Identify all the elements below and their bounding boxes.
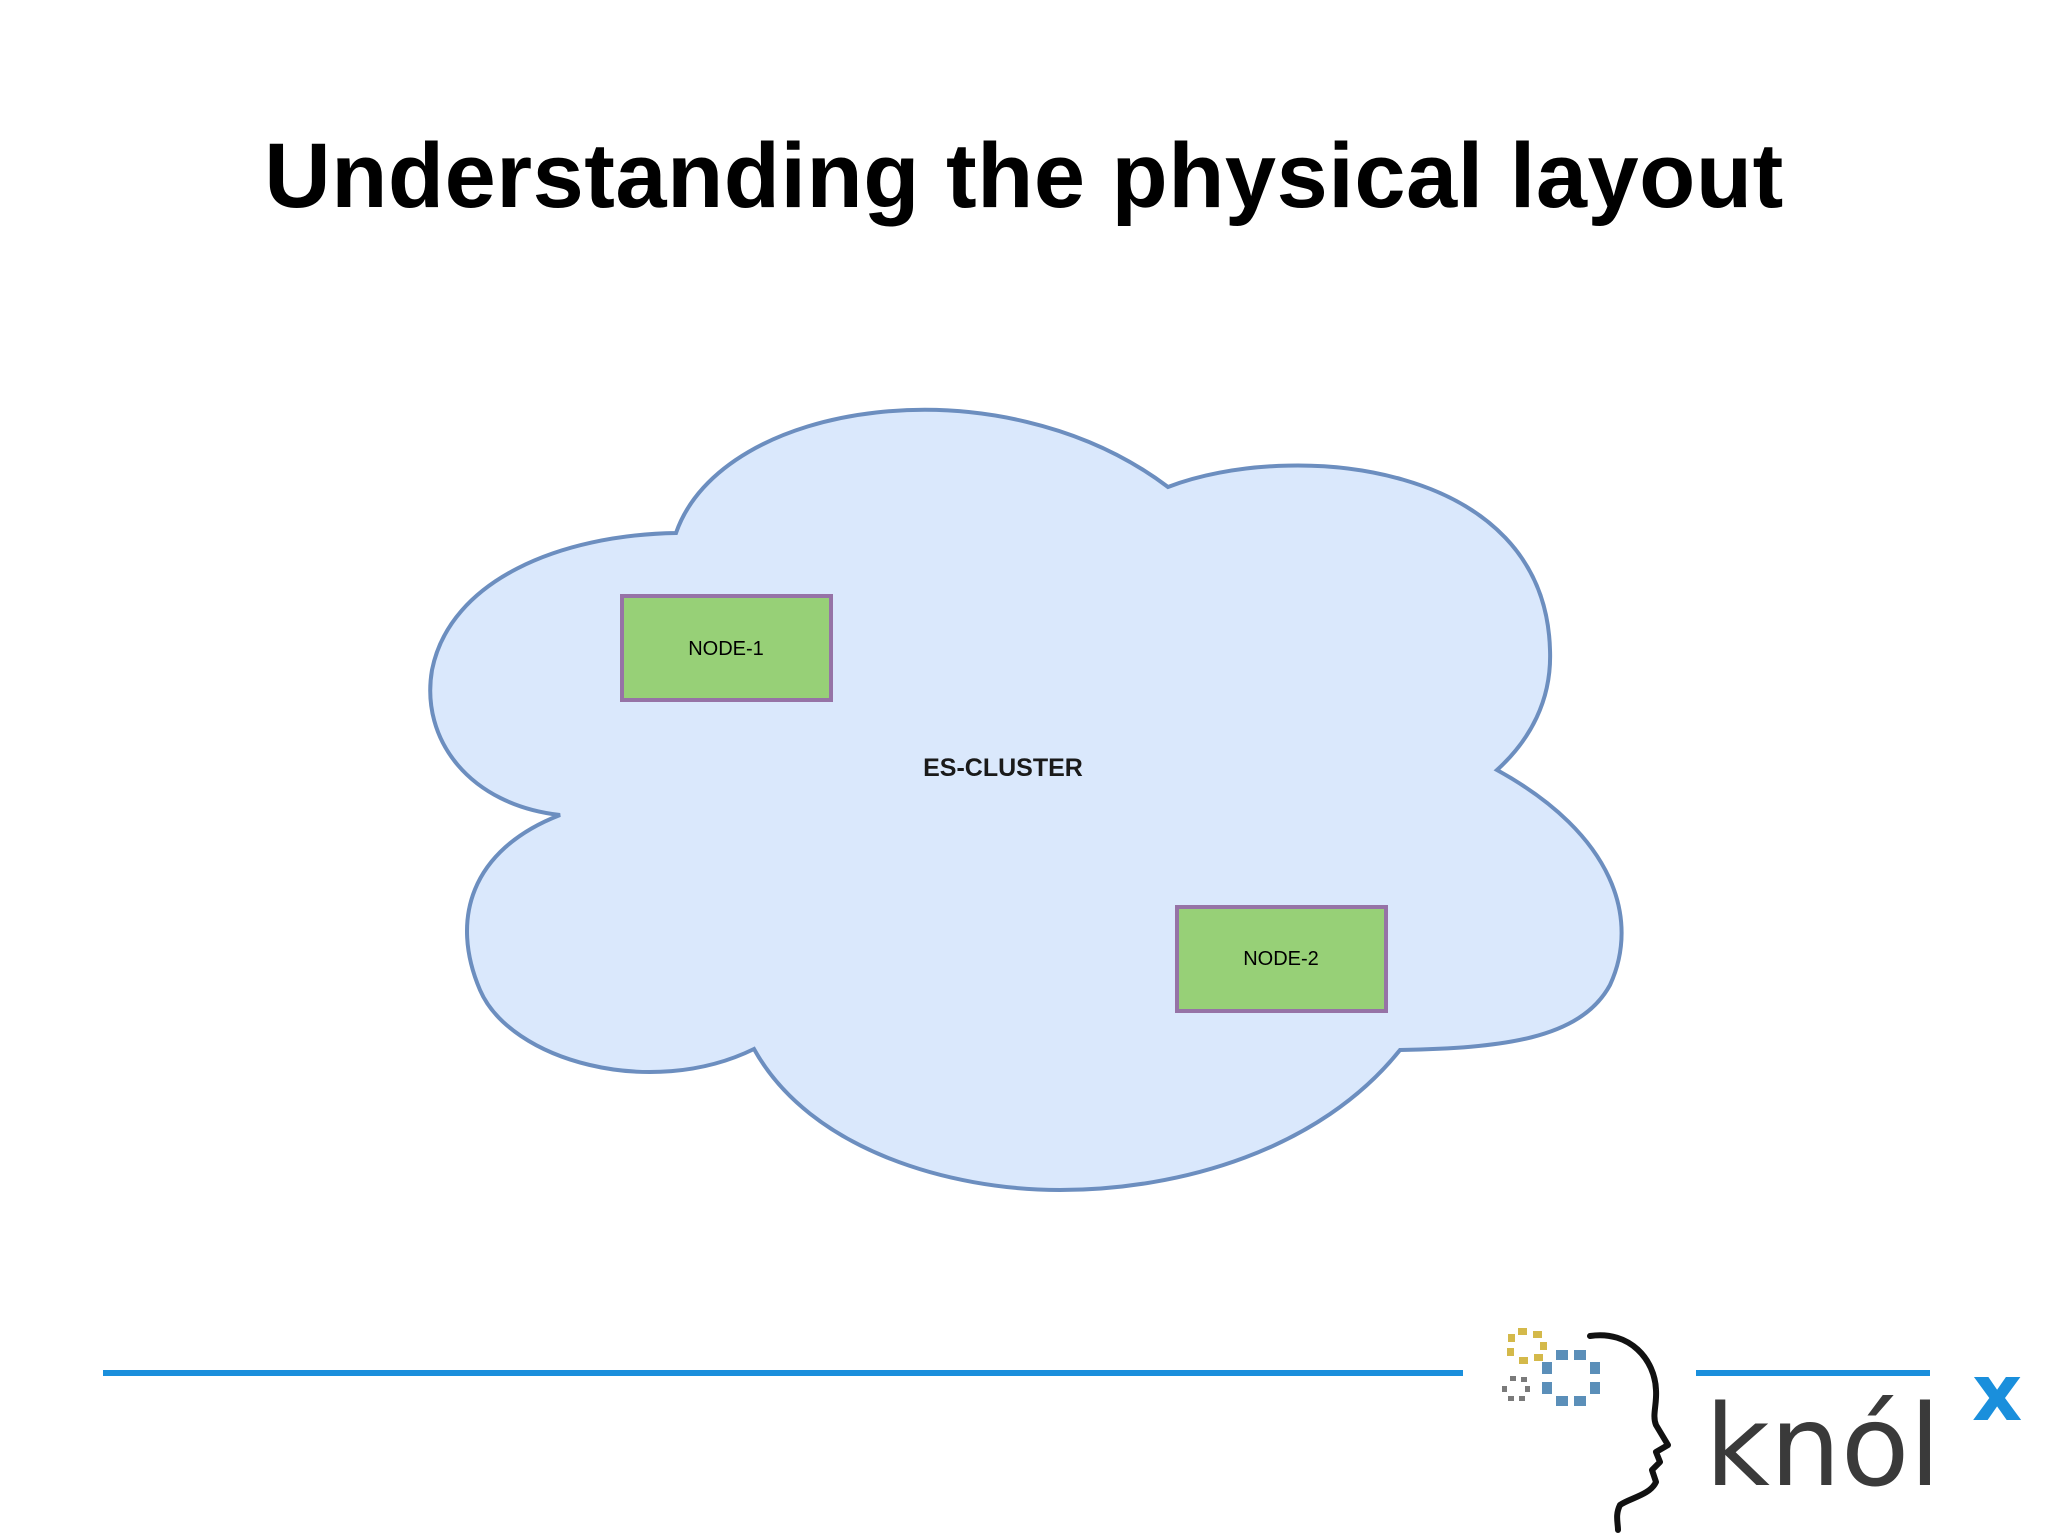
head-profile-icon [1587,1332,1671,1533]
gray-gear-icon [1502,1376,1530,1401]
knolx-wordmark: knól [1705,1382,1940,1512]
node-2-box [1175,905,1388,1013]
es-cluster-cloud [428,407,1624,1193]
es-cluster-label: ES-CLUSTER [923,754,1083,782]
knolx-logo: knól x [1502,1328,2022,1533]
node-2-label: NODE-2 [1243,948,1319,970]
footer-rule-right [1696,1370,1930,1376]
footer-rule-left [103,1370,1463,1376]
node-1-label: NODE-1 [688,638,764,660]
knolx-superscript: x [1972,1349,2022,1439]
node-1-box [620,594,833,702]
yellow-gear-icon [1507,1328,1547,1364]
blue-gear-icon [1542,1350,1600,1406]
slide-title: Understanding the physical layout [264,125,1784,227]
